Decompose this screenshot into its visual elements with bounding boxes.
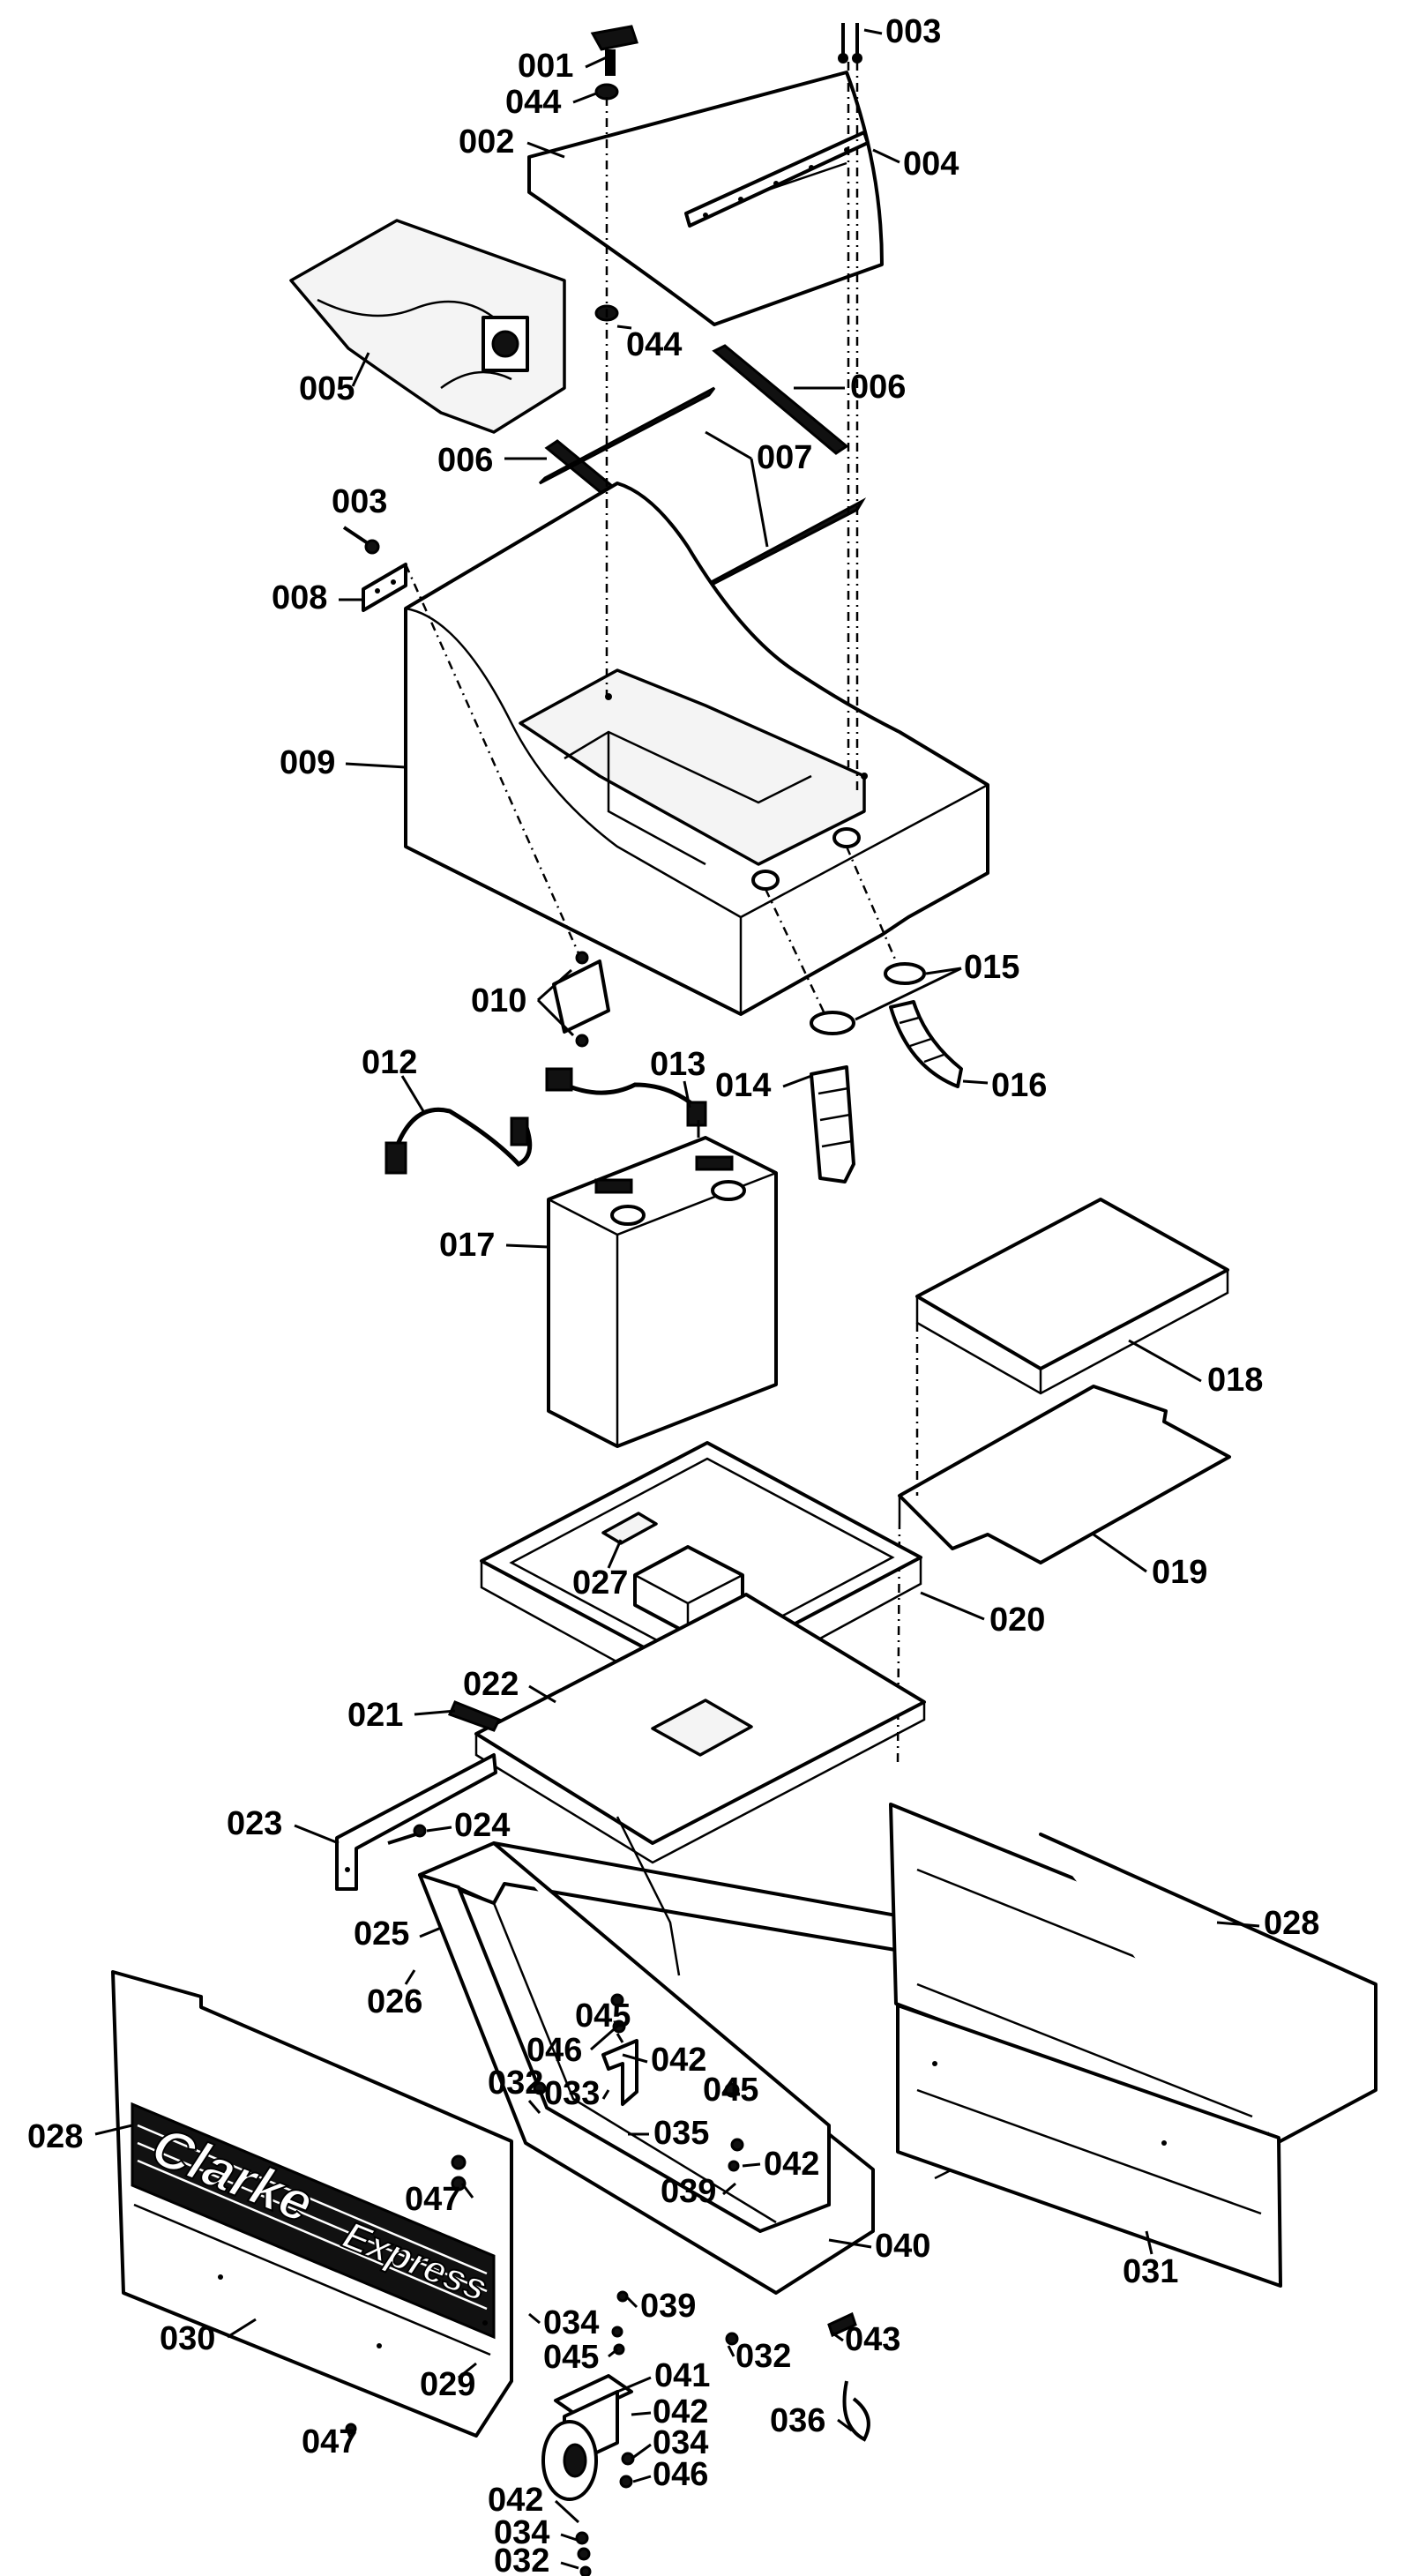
hose-part — [889, 1000, 963, 1088]
label-047: 047 — [405, 2181, 460, 2218]
side-panel-part — [889, 1803, 1377, 2145]
label-017: 017 — [439, 1227, 495, 1264]
label-043: 043 — [845, 2321, 900, 2358]
label-007: 007 — [757, 439, 812, 476]
base-plate-part — [474, 1593, 926, 1864]
side-panel-part — [896, 2004, 1282, 2288]
label-035: 035 — [653, 2115, 709, 2152]
label-023: 023 — [227, 1805, 282, 1842]
label-027: 027 — [572, 1564, 628, 1602]
label-004: 004 — [903, 146, 959, 183]
cable-part — [384, 1107, 533, 1175]
label-045: 045 — [703, 2072, 758, 2109]
label-002: 002 — [459, 123, 514, 161]
label-047: 047 — [302, 2423, 357, 2460]
bracket-part — [335, 1753, 497, 1891]
label-042: 042 — [764, 2146, 819, 2183]
label-010: 010 — [471, 982, 526, 1019]
label-006: 006 — [850, 369, 906, 406]
lid-cover-part — [527, 71, 884, 326]
label-008: 008 — [272, 579, 327, 616]
label-045: 045 — [543, 2339, 599, 2376]
label-040: 040 — [875, 2228, 930, 2265]
label-005: 005 — [299, 370, 355, 407]
label-041: 041 — [654, 2357, 710, 2394]
label-018: 018 — [1207, 1362, 1263, 1399]
label-034: 034 — [543, 2304, 599, 2341]
label-042: 042 — [651, 2042, 706, 2079]
label-021: 021 — [347, 1697, 403, 1734]
label-015: 015 — [964, 949, 1019, 986]
front-panel-part: Clarke Express — [111, 1970, 513, 2438]
clamp-part — [810, 962, 926, 1035]
caster-part — [541, 2374, 633, 2501]
label-042: 042 — [488, 2482, 543, 2519]
knob-part — [590, 25, 638, 76]
pin-part — [447, 1700, 502, 1732]
label-046: 046 — [526, 2032, 582, 2069]
label-026: 026 — [367, 1983, 422, 2020]
bracket-part — [342, 526, 407, 612]
label-016: 016 — [991, 1067, 1047, 1104]
label-012: 012 — [362, 1044, 417, 1081]
cable-part — [545, 1067, 707, 1127]
hose-part — [810, 1065, 855, 1183]
label-019: 019 — [1152, 1554, 1207, 1591]
label-024: 024 — [454, 1807, 510, 1844]
label-028: 028 — [27, 2118, 83, 2155]
label-030: 030 — [160, 2320, 215, 2357]
label-045: 045 — [575, 1997, 631, 2035]
label-025: 025 — [354, 1915, 409, 1953]
label-033: 033 — [544, 2075, 600, 2112]
label-039: 039 — [640, 2288, 696, 2325]
alignment-line — [764, 888, 831, 1024]
label-034: 034 — [494, 2514, 549, 2551]
label-028: 028 — [1264, 1905, 1319, 1942]
label-003: 003 — [332, 483, 387, 520]
callout-labels: 001 044 002 003 004 005 044 006 006 007 … — [27, 13, 1319, 2576]
label-014: 014 — [715, 1067, 771, 1104]
label-031: 031 — [1123, 2253, 1178, 2290]
switch-bracket-part — [552, 951, 610, 1048]
label-009: 009 — [280, 744, 335, 781]
label-044: 044 — [626, 326, 682, 363]
alignment-line — [404, 564, 584, 962]
screw-part — [387, 1824, 427, 1845]
vacuum-bag-part — [289, 219, 566, 434]
label-044: 044 — [505, 84, 561, 121]
label-006: 006 — [437, 442, 493, 479]
label-042: 042 — [653, 2393, 708, 2430]
label-032: 032 — [735, 2338, 791, 2375]
label-020: 020 — [989, 1602, 1045, 1639]
label-046: 046 — [653, 2456, 708, 2493]
label-013: 013 — [650, 1046, 706, 1083]
label-034: 034 — [653, 2424, 708, 2461]
label-036: 036 — [770, 2402, 825, 2439]
tray-part — [898, 1385, 1231, 1564]
label-032: 032 — [494, 2542, 549, 2576]
label-032: 032 — [488, 2065, 543, 2102]
label-039: 039 — [661, 2173, 716, 2210]
tray-part — [915, 1198, 1229, 1395]
battery-part — [547, 1120, 778, 1448]
label-001: 001 — [518, 48, 573, 85]
small-hardware — [345, 1993, 870, 2576]
main-body-part — [404, 482, 989, 1016]
washer-part — [594, 83, 619, 101]
label-022: 022 — [463, 1666, 519, 1703]
label-003: 003 — [885, 13, 941, 50]
screws-part — [838, 23, 862, 63]
